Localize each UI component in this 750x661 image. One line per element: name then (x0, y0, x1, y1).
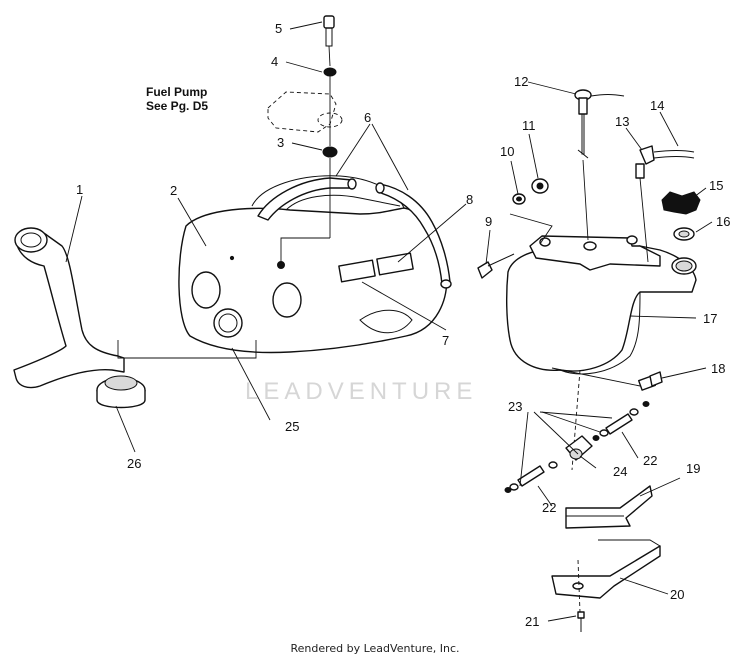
callout-8: 8 (466, 192, 473, 207)
hose-fitting-upper (599, 408, 639, 437)
lock-washer (512, 193, 526, 205)
fuel-tank (178, 175, 448, 354)
callout-24: 24 (613, 464, 627, 479)
callout-17: 17 (703, 311, 717, 326)
callout-18: 18 (711, 361, 725, 376)
inline-filter (565, 435, 593, 461)
callout-26: 26 (127, 456, 141, 471)
callout-labels: 1 2 3 4 5 6 7 8 9 10 11 12 13 14 15 16 1… (76, 21, 730, 629)
fuel-sender (574, 89, 625, 159)
callout-20: 20 (670, 587, 684, 602)
mounting-screw (477, 253, 515, 279)
nut (322, 146, 338, 158)
callout-19: 19 (686, 461, 700, 476)
hex-nut (531, 178, 549, 194)
note-line-2: See Pg. D5 (146, 99, 208, 113)
hose-fitting-lower (509, 461, 558, 491)
callout-12: 12 (514, 74, 528, 89)
fuel-hose-lower (375, 182, 452, 289)
note-line-1: Fuel Pump (146, 85, 207, 99)
vent-line (653, 150, 695, 159)
washer (323, 67, 337, 77)
reservoir-tank (505, 235, 697, 375)
leader-lines (65, 21, 713, 622)
mounting-bracket-lower (551, 539, 661, 599)
callout-25: 25 (285, 419, 299, 434)
footer-credit: Rendered by LeadVenture, Inc. (290, 642, 460, 655)
watermark: LEADVENTURE (245, 378, 478, 405)
drain-valve (638, 371, 663, 391)
callout-13: 13 (615, 114, 629, 129)
callout-22-lower: 22 (542, 500, 556, 515)
callout-6: 6 (364, 110, 371, 125)
callout-1: 1 (76, 182, 83, 197)
grommet (96, 375, 146, 409)
callout-4: 4 (271, 54, 278, 69)
callout-2: 2 (170, 183, 177, 198)
callout-11: 11 (522, 118, 536, 133)
cap-gasket (673, 227, 695, 241)
fuel-pump-reference (267, 91, 343, 133)
bolt (323, 15, 335, 47)
callout-23: 23 (508, 399, 522, 414)
callout-7: 7 (442, 333, 449, 348)
callout-15: 15 (709, 178, 723, 193)
callout-16: 16 (716, 214, 730, 229)
hose-clamp (504, 401, 650, 493)
callout-22-upper: 22 (643, 453, 657, 468)
callout-3: 3 (277, 135, 284, 150)
fuel-hose-upper (257, 177, 357, 221)
elbow-fitting (635, 145, 655, 179)
mounting-bracket-upper (565, 485, 653, 529)
bracket-screw (577, 611, 585, 632)
callout-10: 10 (500, 144, 514, 159)
callout-14: 14 (650, 98, 664, 113)
callout-9: 9 (485, 214, 492, 229)
callout-21: 21 (525, 614, 539, 629)
filler-cap (661, 191, 701, 215)
fuel-pump-note: Fuel Pump See Pg. D5 (146, 85, 208, 113)
fill-neck-tube (13, 227, 125, 389)
callout-5: 5 (275, 21, 282, 36)
